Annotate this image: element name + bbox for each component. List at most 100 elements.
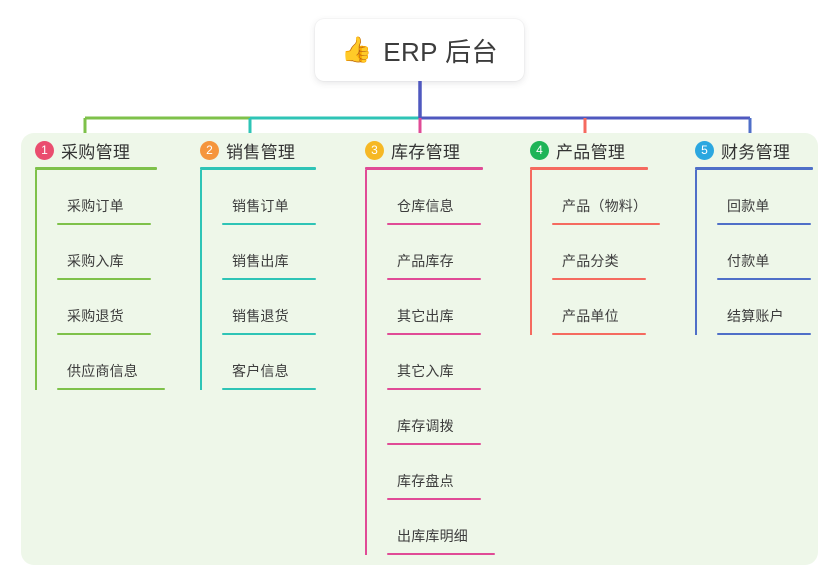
branches-panel (21, 133, 818, 565)
branch-item[interactable]: 出库库明细 (387, 500, 511, 555)
branch-item[interactable]: 产品库存 (387, 225, 511, 280)
branch-item-underline (387, 388, 481, 390)
branch-item[interactable]: 库存盘点 (387, 445, 511, 500)
branch-items: 采购订单采购入库采购退货供应商信息 (35, 170, 181, 390)
branch-column-4: 4 产品管理产品（物料） 产品分类产品单位 (516, 133, 676, 335)
branch-item-label: 库存调拨 (397, 418, 454, 434)
branch-item-underline (57, 388, 165, 390)
branch-item[interactable]: 产品分类 (552, 225, 676, 280)
branch-title: 销售管理 (226, 142, 296, 162)
branch-item-underline (57, 278, 151, 280)
branch-item-underline (222, 278, 316, 280)
branch-header-underline (365, 167, 483, 170)
branch-item-underline (387, 443, 481, 445)
branch-item-underline (552, 223, 660, 225)
branch-item-label: 采购订单 (67, 198, 124, 214)
branch-item-label: 产品单位 (562, 308, 619, 324)
branch-item-underline (552, 278, 646, 280)
branch-item-underline (222, 388, 316, 390)
branch-column-2: 2 销售管理销售订单销售出库销售退货客户信息 (186, 133, 346, 390)
thumbs-up-icon: 👍 (341, 35, 373, 64)
branch-item-underline (717, 333, 811, 335)
branch-item[interactable]: 仓库信息 (387, 170, 511, 225)
branch-item-label: 产品分类 (562, 253, 619, 269)
branch-item-label: 付款单 (727, 253, 770, 269)
branch-header-underline (530, 167, 648, 170)
branch-item-underline (387, 333, 481, 335)
root-node[interactable]: 👍 ERP 后台 (315, 19, 524, 81)
branch-item-label: 采购入库 (67, 253, 124, 269)
branch-item-underline (387, 553, 495, 555)
root-node-title: ERP 后台 (383, 36, 498, 67)
branch-spine (695, 170, 697, 335)
branch-item-underline (717, 278, 811, 280)
branch-item[interactable]: 其它出库 (387, 280, 511, 335)
branch-number-badge: 2 (200, 140, 219, 160)
branch-item-underline (387, 278, 481, 280)
branch-item[interactable]: 采购退货 (57, 280, 181, 335)
branch-title: 财务管理 (721, 142, 791, 162)
branch-header-underline (35, 167, 157, 170)
branch-number-badge: 3 (365, 140, 384, 160)
branch-item-underline (222, 223, 316, 225)
branch-item-label: 产品库存 (397, 253, 454, 269)
branch-items: 产品（物料） 产品分类产品单位 (530, 170, 676, 335)
branch-header-underline (200, 167, 316, 170)
branch-item-label: 销售出库 (232, 253, 289, 269)
branch-header-underline (695, 167, 813, 170)
branch-spine (35, 170, 37, 390)
branch-item[interactable]: 结算账户 (717, 280, 839, 335)
branch-item[interactable]: 供应商信息 (57, 335, 181, 390)
branch-item[interactable]: 产品单位 (552, 280, 676, 335)
branch-item-label: 回款单 (727, 198, 770, 214)
branch-item[interactable]: 销售订单 (222, 170, 346, 225)
branch-item-label: 其它出库 (397, 308, 454, 324)
branch-title: 采购管理 (61, 142, 131, 162)
branch-number-badge: 1 (35, 140, 54, 160)
branch-item[interactable]: 采购订单 (57, 170, 181, 225)
branch-header[interactable]: 2 销售管理 (186, 133, 346, 167)
branch-title: 库存管理 (391, 142, 461, 162)
branch-header[interactable]: 3 库存管理 (351, 133, 511, 167)
branch-items: 回款单付款单结算账户 (695, 170, 839, 335)
branch-item-underline (387, 223, 481, 225)
branch-spine (530, 170, 532, 335)
branch-item-label: 采购退货 (67, 308, 124, 324)
branch-item[interactable]: 库存调拨 (387, 390, 511, 445)
branch-spine (365, 170, 367, 555)
branch-item-label: 供应商信息 (67, 363, 138, 379)
branch-item-underline (552, 333, 646, 335)
branch-items: 仓库信息产品库存其它出库其它入库库存调拨库存盘点出库库明细 (365, 170, 511, 555)
branch-item[interactable]: 采购入库 (57, 225, 181, 280)
branch-number-badge: 5 (695, 140, 714, 160)
branch-item-underline (222, 333, 316, 335)
branch-header[interactable]: 4 产品管理 (516, 133, 676, 167)
branch-item-label: 出库库明细 (397, 528, 468, 544)
branch-item[interactable]: 客户信息 (222, 335, 346, 390)
branch-item-label: 销售订单 (232, 198, 289, 214)
branch-item-underline (387, 498, 481, 500)
branch-item[interactable]: 销售出库 (222, 225, 346, 280)
branch-item-label: 产品（物料） (562, 198, 648, 214)
branch-item[interactable]: 产品（物料） (552, 170, 676, 225)
branch-column-3: 3 库存管理仓库信息产品库存其它出库其它入库库存调拨库存盘点出库库明细 (351, 133, 511, 555)
branch-item-label: 仓库信息 (397, 198, 454, 214)
branch-item-label: 库存盘点 (397, 473, 454, 489)
branch-item-label: 销售退货 (232, 308, 289, 324)
branch-item[interactable]: 其它入库 (387, 335, 511, 390)
branch-number-badge: 4 (530, 140, 549, 160)
branch-header[interactable]: 1 采购管理 (21, 133, 181, 167)
branch-item-underline (57, 333, 151, 335)
branch-item-underline (717, 223, 811, 225)
branch-item[interactable]: 销售退货 (222, 280, 346, 335)
branch-title: 产品管理 (556, 142, 626, 162)
branch-column-1: 1 采购管理采购订单采购入库采购退货供应商信息 (21, 133, 181, 390)
branch-item-label: 客户信息 (232, 363, 289, 379)
branch-header[interactable]: 5 财务管理 (681, 133, 839, 167)
branch-spine (200, 170, 202, 390)
branch-item[interactable]: 回款单 (717, 170, 839, 225)
branch-item-label: 其它入库 (397, 363, 454, 379)
branch-items: 销售订单销售出库销售退货客户信息 (200, 170, 346, 390)
branch-item[interactable]: 付款单 (717, 225, 839, 280)
